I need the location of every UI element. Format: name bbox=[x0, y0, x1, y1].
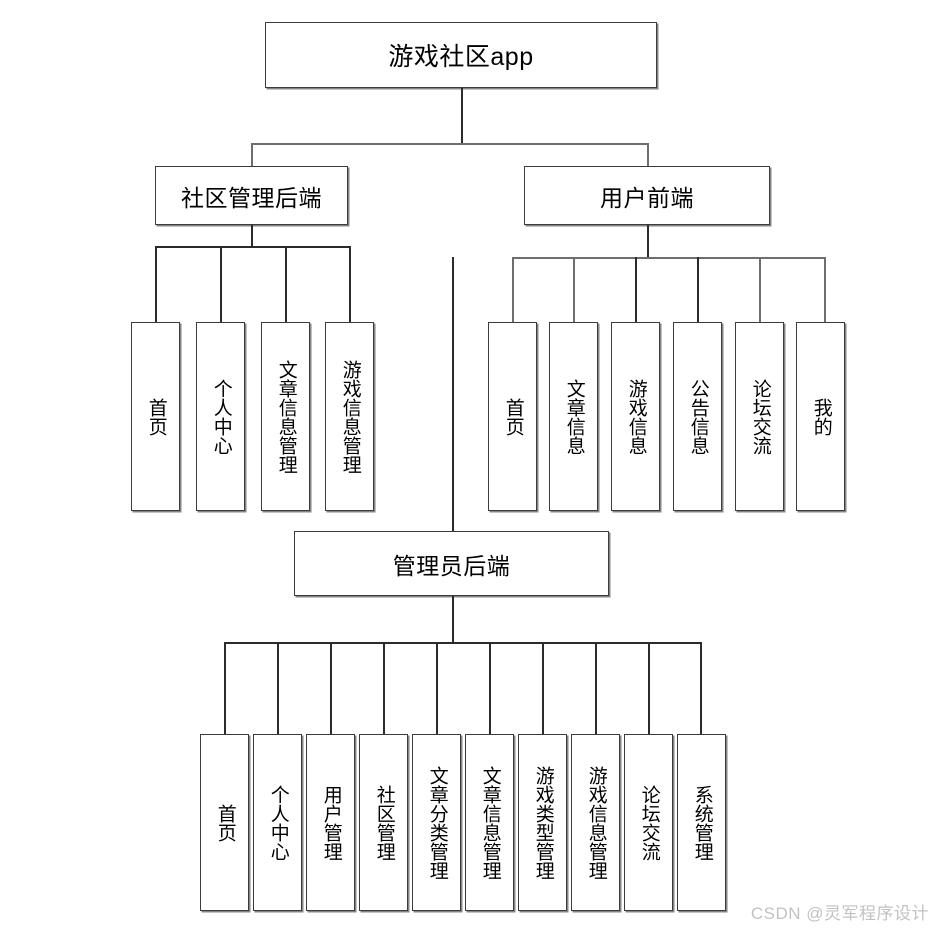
leaf-user-mine[interactable]: 我的 bbox=[796, 322, 845, 511]
node-admin-backend[interactable]: 管理员后端 bbox=[294, 531, 609, 596]
connector-to-user-frontend bbox=[647, 143, 649, 166]
node-label: 游戏社区app bbox=[388, 43, 534, 71]
node-user-frontend[interactable]: 用户前端 bbox=[524, 166, 770, 225]
connector-admin-leaf-10 bbox=[700, 642, 702, 734]
leaf-user-article-info[interactable]: 文章信息 bbox=[549, 322, 598, 511]
connector-admin-backend-stem bbox=[452, 596, 454, 643]
node-label: 个人中心 bbox=[267, 784, 289, 861]
csdn-watermark: CSDN @灵军程序设计 bbox=[750, 904, 929, 923]
connector-community-backend-bus bbox=[155, 246, 350, 248]
node-label: 游戏类型管理 bbox=[532, 765, 554, 880]
node-label: 首页 bbox=[214, 803, 236, 842]
connector-right-leaf-4 bbox=[697, 257, 699, 322]
leaf-admin-home[interactable]: 首页 bbox=[200, 734, 249, 911]
connector-right-leaf-3 bbox=[635, 257, 637, 322]
leaf-community-article-info-management[interactable]: 文章信息管理 bbox=[261, 322, 310, 511]
connector-to-admin-backend bbox=[452, 257, 454, 532]
connector-level2-bus bbox=[251, 143, 648, 145]
leaf-admin-system-management[interactable]: 系统管理 bbox=[677, 734, 726, 911]
connector-admin-leaf-9 bbox=[648, 642, 650, 734]
leaf-user-forum-exchange[interactable]: 论坛交流 bbox=[735, 322, 784, 511]
node-label: 公告信息 bbox=[687, 378, 709, 455]
connector-right-leaf-2 bbox=[573, 257, 575, 322]
node-label: 用户前端 bbox=[600, 184, 694, 211]
leaf-admin-personal-center[interactable]: 个人中心 bbox=[253, 734, 302, 911]
connector-admin-leaf-1 bbox=[224, 642, 226, 734]
leaf-admin-community-management[interactable]: 社区管理 bbox=[359, 734, 408, 911]
connector-left-leaf-3 bbox=[285, 246, 287, 322]
node-label: 文章信息管理 bbox=[479, 765, 501, 880]
connector-left-leaf-2 bbox=[220, 246, 222, 322]
node-label: 社区管理后端 bbox=[181, 184, 322, 211]
node-community-management-backend[interactable]: 社区管理后端 bbox=[155, 166, 348, 225]
connector-admin-leaf-2 bbox=[277, 642, 279, 734]
node-label: 文章信息 bbox=[563, 378, 585, 455]
node-label: 论坛交流 bbox=[749, 378, 771, 455]
leaf-user-announcement-info[interactable]: 公告信息 bbox=[673, 322, 722, 511]
leaf-community-personal-center[interactable]: 个人中心 bbox=[196, 322, 245, 511]
node-label: 社区管理 bbox=[373, 784, 395, 861]
node-label: 游戏信息管理 bbox=[585, 765, 607, 880]
connector-root-stem bbox=[461, 88, 463, 144]
node-label: 我的 bbox=[810, 397, 832, 436]
node-label: 用户管理 bbox=[320, 784, 342, 861]
node-label: 文章分类管理 bbox=[426, 765, 448, 880]
connector-right-leaf-1 bbox=[512, 257, 514, 322]
node-label: 系统管理 bbox=[691, 784, 713, 861]
leaf-admin-article-info-management[interactable]: 文章信息管理 bbox=[465, 734, 514, 911]
connector-right-leaf-6 bbox=[824, 257, 826, 322]
leaf-admin-game-info-management[interactable]: 游戏信息管理 bbox=[571, 734, 620, 911]
leaf-admin-forum-exchange[interactable]: 论坛交流 bbox=[624, 734, 673, 911]
node-label: 首页 bbox=[502, 397, 524, 436]
leaf-admin-user-management[interactable]: 用户管理 bbox=[306, 734, 355, 911]
connector-admin-leaf-7 bbox=[542, 642, 544, 734]
leaf-user-game-info[interactable]: 游戏信息 bbox=[611, 322, 660, 511]
connector-left-leaf-1 bbox=[155, 246, 157, 322]
node-label: 游戏信息管理 bbox=[339, 359, 361, 474]
connector-community-backend-stem bbox=[251, 225, 253, 247]
node-label: 文章信息管理 bbox=[275, 359, 297, 474]
connector-admin-backend-bus bbox=[224, 642, 701, 644]
connector-admin-leaf-3 bbox=[330, 642, 332, 734]
connector-admin-leaf-4 bbox=[383, 642, 385, 734]
connector-admin-leaf-8 bbox=[595, 642, 597, 734]
connector-right-leaf-5 bbox=[759, 257, 761, 322]
leaf-admin-article-category-management[interactable]: 文章分类管理 bbox=[412, 734, 461, 911]
node-label: 首页 bbox=[145, 397, 167, 436]
connector-user-frontend-bus bbox=[512, 257, 825, 259]
node-label: 游戏信息 bbox=[625, 378, 647, 455]
connector-to-community-backend bbox=[251, 143, 253, 166]
connector-admin-leaf-6 bbox=[489, 642, 491, 734]
node-label: 论坛交流 bbox=[638, 784, 660, 861]
connector-admin-leaf-5 bbox=[436, 642, 438, 734]
leaf-community-home[interactable]: 首页 bbox=[131, 322, 180, 511]
connector-user-frontend-stem bbox=[647, 225, 649, 258]
leaf-user-home[interactable]: 首页 bbox=[488, 322, 537, 511]
leaf-community-game-info-management[interactable]: 游戏信息管理 bbox=[325, 322, 374, 511]
connector-left-leaf-4 bbox=[349, 246, 351, 322]
node-root-game-community-app[interactable]: 游戏社区app bbox=[265, 22, 657, 88]
node-label: 管理员后端 bbox=[392, 552, 511, 579]
node-label: 个人中心 bbox=[210, 378, 232, 455]
leaf-admin-game-type-management[interactable]: 游戏类型管理 bbox=[518, 734, 567, 911]
